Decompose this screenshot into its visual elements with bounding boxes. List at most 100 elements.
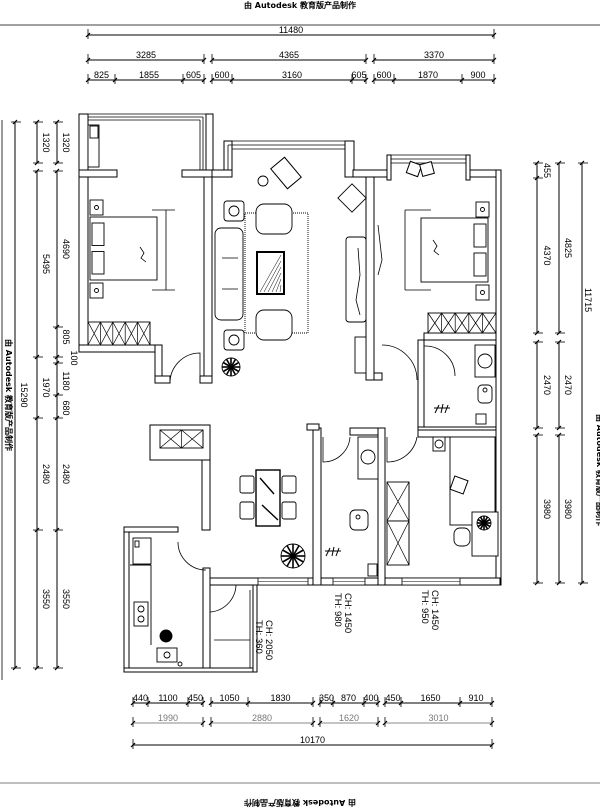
cabinet-cross: [441, 312, 456, 334]
dimension-label: 1970: [41, 377, 51, 397]
dimension-label: 805: [61, 329, 71, 344]
cabinet-cross: [386, 520, 410, 566]
wall-segment: [349, 427, 379, 436]
burner: [137, 615, 145, 623]
dimension-label: 11715: [583, 288, 593, 312]
door-swing: [209, 584, 237, 613]
shoe-cabinet: [354, 336, 367, 374]
dimension-label: 1830: [270, 693, 290, 703]
wall-segment: [211, 169, 233, 178]
dimension-label: 3010: [428, 713, 448, 723]
dining-chair: [281, 475, 297, 494]
dimension-label: 4370: [542, 245, 552, 265]
watermark-bottom: 由 Autodesk 教育版产品制作: [244, 798, 356, 808]
plant-leaf: [282, 549, 294, 557]
cabinet-cross: [100, 321, 114, 346]
armchair-icon: [255, 309, 293, 341]
plant-leaf: [483, 518, 491, 524]
dining-chair: [281, 501, 297, 520]
bed-sheet-fold: [139, 246, 147, 263]
dimension-label: 11480: [279, 25, 303, 35]
sofa-cushion-line: [222, 257, 238, 290]
cabinet-cross: [137, 321, 151, 346]
wall-segment: [312, 427, 322, 586]
tv-cabinet: [345, 236, 367, 323]
wall-segment: [201, 459, 211, 531]
dimension-label: 680: [61, 400, 71, 415]
glass-hatch: [271, 272, 282, 293]
dimension-label: 450: [188, 693, 203, 703]
cabinet-cross: [181, 429, 204, 449]
dimension-label: 600: [376, 70, 391, 80]
plant-leaf: [292, 545, 300, 557]
sink-drain: [163, 651, 171, 659]
wall-segment: [123, 667, 258, 673]
cabinet-cross: [468, 312, 483, 334]
dimension-label: 605: [186, 70, 201, 80]
dining-table: [255, 469, 281, 527]
door-swing: [322, 436, 351, 463]
cabinet-cross: [112, 321, 126, 346]
wall-segment: [205, 113, 214, 178]
sink-icon: [360, 449, 376, 465]
window-ch: CH: 1450: [342, 593, 353, 633]
dimension-label: 825: [94, 70, 109, 80]
dimension-label: 1180: [61, 371, 71, 390]
window-th: TH: 980: [332, 593, 343, 627]
dimension-label: 4690: [61, 239, 71, 259]
glass-hatch: [275, 278, 282, 293]
dimension-label: 2480: [41, 464, 51, 484]
bed-sheet-fold: [432, 239, 440, 256]
bed-dimension-bracket: [152, 209, 175, 291]
plant-leaf: [292, 555, 300, 567]
cabinet-cross: [124, 321, 138, 346]
dimension-label: 870: [341, 693, 356, 703]
dimension-label: 1050: [219, 693, 239, 703]
dimension-label: 3285: [136, 50, 156, 60]
dimension-label: 1990: [158, 713, 178, 723]
dimension-label: 3550: [41, 589, 51, 609]
wall-segment: [203, 176, 213, 381]
washer-drum: [434, 439, 444, 449]
dimension-label: 1650: [420, 693, 440, 703]
dimension-label: 2480: [61, 464, 71, 484]
washing-machine: [89, 125, 99, 139]
plant-leaf: [286, 545, 294, 557]
door-swing: [169, 352, 201, 384]
dimension-label: 910: [468, 693, 483, 703]
shower-icon: [325, 546, 341, 557]
dimension-label: 2880: [252, 713, 272, 723]
walls: [78, 113, 502, 673]
window-ch: CH: 2050: [263, 620, 274, 660]
toilet-seat: [482, 387, 488, 393]
bed-dimension-bracket: [404, 209, 431, 291]
shower-icon: [434, 403, 450, 414]
window-ch: CH: 1450: [429, 590, 440, 630]
kitchen-counter: [130, 564, 152, 645]
cushion: [449, 475, 469, 495]
wall-segment: [373, 372, 383, 381]
window-note-bedroom: CH: 1450 TH: 950: [419, 590, 440, 630]
cabinet-cross: [87, 321, 101, 346]
watermark-right: 由 Autodesk 教育版产品制作: [595, 414, 600, 526]
wall-segment: [306, 423, 320, 431]
bin-icon: [159, 629, 173, 643]
wall-segment: [123, 526, 179, 533]
cabinet-cross: [386, 481, 410, 522]
cabinet-cross: [159, 429, 182, 449]
lamp-icon: [94, 288, 99, 293]
pillow: [473, 252, 487, 277]
wall-segment: [365, 176, 375, 381]
dimension-label: 1100: [158, 693, 177, 703]
pillow: [91, 251, 105, 275]
dimension-label: 605: [351, 70, 366, 80]
glass-hatch: [259, 254, 282, 293]
tv-icon: [355, 247, 361, 316]
dimension-label: 5495: [41, 254, 51, 274]
window-th: TH: 950: [419, 590, 430, 624]
toilet-icon: [477, 384, 493, 404]
pillow: [473, 223, 487, 248]
dimension-label: 900: [470, 70, 485, 80]
cabinet-cross: [482, 312, 497, 334]
